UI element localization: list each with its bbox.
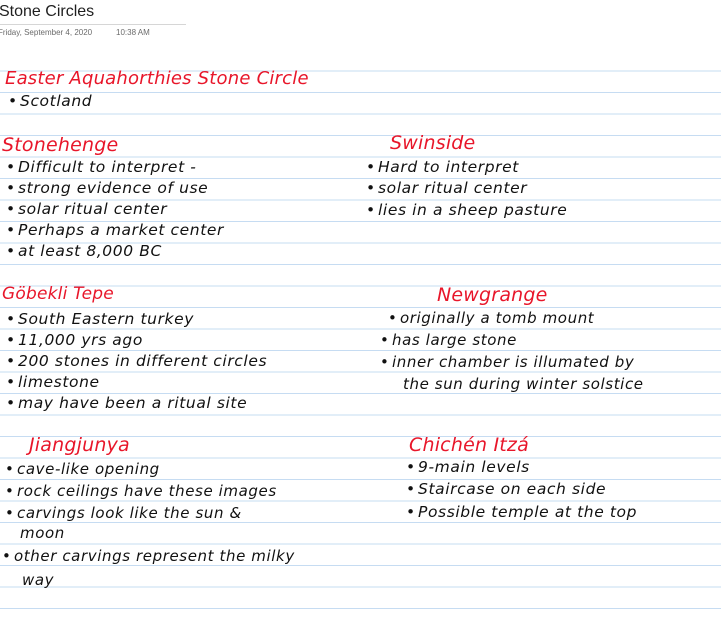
list-item: •Difficult to interpret -: [6, 158, 197, 176]
page-header: Stone Circles Friday, September 4, 2020 …: [0, 0, 721, 48]
title-underline: [0, 24, 186, 25]
page-date: Friday, September 4, 2020: [0, 28, 93, 37]
list-item: •at least 8,000 BC: [6, 242, 162, 260]
list-item: •11,000 yrs ago: [6, 331, 143, 349]
list-item: •strong evidence of use: [6, 179, 209, 197]
list-item: •lies in a sheep pasture: [366, 201, 568, 219]
list-item: •has large stone: [380, 331, 517, 349]
list-item-continued: moon: [20, 524, 65, 542]
section-heading: Jiangjunya: [29, 434, 130, 456]
section-heading: Easter Aquahorthies Stone Circle: [5, 68, 309, 89]
list-item: •Scotland: [8, 92, 93, 110]
list-item: •may have been a ritual site: [6, 394, 248, 412]
list-item: •solar ritual center: [366, 179, 528, 197]
list-item: •200 stones in different circles: [6, 352, 268, 370]
list-item: •originally a tomb mount: [388, 309, 595, 327]
list-item: •9-main levels: [406, 458, 530, 476]
list-item: •solar ritual center: [6, 200, 168, 218]
section-heading: Stonehenge: [2, 134, 119, 156]
list-item: •South Eastern turkey: [6, 310, 195, 328]
section-heading: Chichén Itzá: [409, 434, 529, 456]
list-item: •other carvings represent the milky: [2, 547, 295, 565]
section-heading: Göbekli Tepe: [2, 284, 114, 304]
section-heading: Swinside: [390, 132, 476, 154]
list-item: •inner chamber is illumated by: [380, 353, 635, 371]
list-item: •Hard to interpret: [366, 158, 519, 176]
list-item-continued: the sun during winter solstice: [403, 375, 644, 393]
list-item: •limestone: [6, 373, 100, 391]
list-item: •carvings look like the sun &: [5, 504, 242, 522]
page-title[interactable]: Stone Circles: [0, 3, 95, 20]
list-item-continued: way: [22, 571, 55, 589]
page-time: 10:38 AM: [116, 28, 150, 37]
list-item: •Staircase on each side: [406, 480, 607, 498]
list-item: •Perhaps a market center: [6, 221, 224, 239]
section-heading: Newgrange: [437, 284, 548, 306]
list-item: •Possible temple at the top: [406, 503, 638, 521]
list-item: •rock ceilings have these images: [5, 482, 277, 500]
list-item: •cave-like opening: [5, 460, 160, 478]
